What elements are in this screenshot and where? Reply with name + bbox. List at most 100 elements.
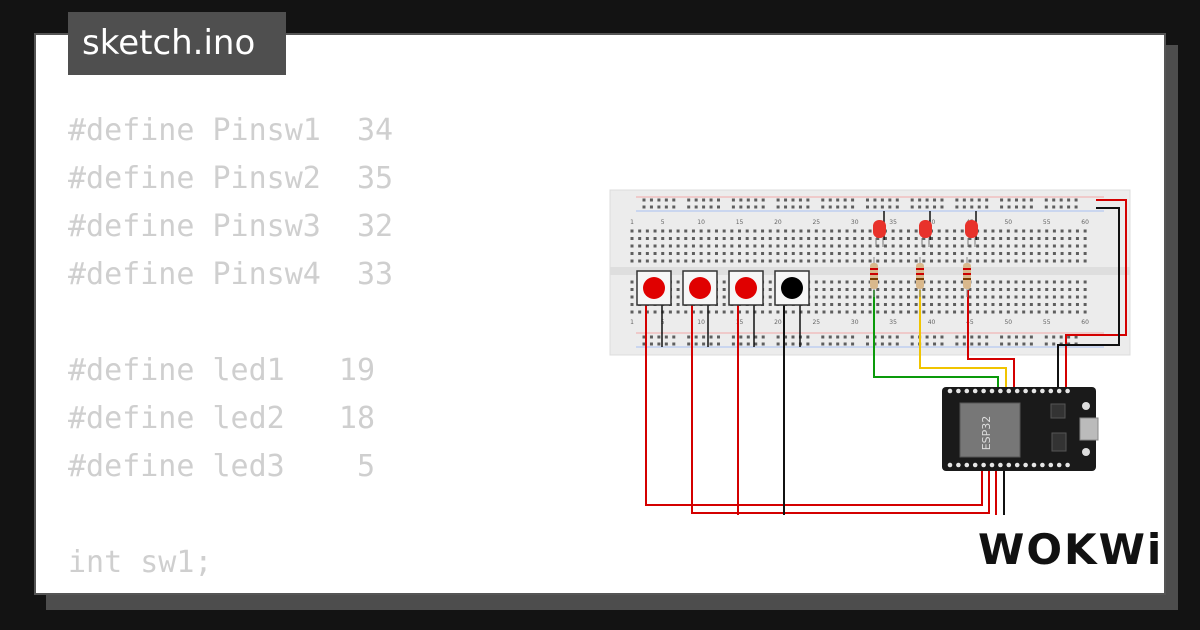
breadboard-hole	[653, 237, 657, 240]
breadboard-hole	[906, 280, 910, 284]
breadboard-hole	[1052, 244, 1056, 248]
breadboard-hole	[891, 259, 895, 263]
breadboard-hole	[1068, 237, 1072, 240]
breadboard-hole	[687, 198, 691, 202]
column-number: 45	[966, 319, 974, 326]
breadboard-hole	[768, 295, 772, 299]
breadboard-hole	[716, 335, 720, 339]
breadboard-hole	[684, 237, 688, 240]
breadboard-hole	[1052, 252, 1056, 255]
breadboard-hole	[930, 288, 934, 291]
breadboard-hole	[753, 310, 757, 314]
breadboard-hole	[799, 237, 803, 240]
breadboard-hole	[976, 310, 980, 314]
breadboard-hole	[968, 288, 972, 291]
breadboard-hole	[638, 252, 642, 255]
breadboard-hole	[664, 205, 668, 209]
breadboard-hole	[731, 198, 735, 202]
breadboard-hole	[699, 252, 703, 255]
breadboard-hole	[899, 237, 903, 240]
esp32-pin	[1048, 388, 1054, 394]
esp32-pin	[972, 462, 978, 468]
breadboard-hole	[945, 310, 949, 314]
breadboard-hole	[814, 303, 818, 306]
breadboard-hole	[707, 310, 711, 314]
breadboard-hole	[953, 280, 957, 284]
breadboard-hole	[851, 205, 855, 209]
breadboard-hole	[676, 244, 680, 248]
breadboard-hole	[1037, 244, 1041, 248]
breadboard-hole	[983, 310, 987, 314]
breadboard-hole	[649, 198, 653, 202]
breadboard-hole	[821, 335, 825, 339]
breadboard-hole	[776, 335, 780, 339]
column-number: 1	[630, 219, 634, 226]
breadboard-hole	[876, 259, 880, 263]
breadboard-hole	[968, 310, 972, 314]
column-number: 10	[697, 219, 705, 226]
esp32-pin	[989, 388, 995, 394]
breadboard-hole	[953, 259, 957, 263]
wire-ground	[1057, 207, 1120, 391]
breadboard-hole	[799, 244, 803, 248]
breadboard-hole	[687, 205, 691, 209]
breadboard-hole	[722, 310, 726, 314]
breadboard-hole	[837, 280, 841, 284]
breadboard-hole	[845, 310, 849, 314]
breadboard-hole	[925, 335, 929, 339]
breadboard-hole	[853, 295, 857, 299]
esp32-pin	[947, 462, 953, 468]
breadboard-hole	[1060, 310, 1064, 314]
breadboard-hole	[853, 244, 857, 248]
breadboard-hole	[776, 342, 780, 346]
breadboard-hole	[1074, 198, 1078, 202]
breadboard-hole	[977, 335, 981, 339]
breadboard-hole	[1075, 259, 1079, 263]
breadboard-hole	[983, 280, 987, 284]
breadboard-hole	[930, 244, 934, 248]
breadboard-hole	[968, 295, 972, 299]
breadboard-hole	[937, 259, 941, 263]
breadboard-hole	[830, 259, 834, 263]
breadboard-hole	[638, 259, 642, 263]
breadboard-hole	[630, 252, 634, 255]
breadboard-hole	[830, 244, 834, 248]
breadboard-hole	[906, 237, 910, 240]
breadboard-hole	[784, 198, 788, 202]
esp32-module	[959, 402, 1021, 458]
breadboard-hole	[999, 310, 1003, 314]
breadboard-hole	[1037, 303, 1041, 306]
breadboard-hole	[991, 280, 995, 284]
column-number: 30	[851, 319, 859, 326]
breadboard-hole	[940, 335, 944, 339]
breadboard-hole	[1044, 335, 1048, 339]
breadboard-hole	[791, 198, 795, 202]
breadboard-hole	[1029, 244, 1033, 248]
breadboard-hole	[895, 342, 899, 346]
breadboard-hole	[910, 342, 914, 346]
breadboard-hole	[891, 310, 895, 314]
breadboard-hole	[940, 342, 944, 346]
breadboard-hole	[668, 237, 672, 240]
breadboard-hole	[953, 252, 957, 255]
breadboard-hole	[684, 229, 688, 233]
breadboard-hole	[1029, 342, 1033, 346]
breadboard-hole	[960, 252, 964, 255]
breadboard-hole	[1083, 280, 1087, 284]
breadboard-hole	[761, 310, 765, 314]
breadboard-hole	[1052, 335, 1056, 339]
breadboard-hole	[918, 198, 922, 202]
breadboard-hole	[945, 252, 949, 255]
breadboard-hole	[1083, 259, 1087, 263]
breadboard-hole	[899, 295, 903, 299]
breadboard-hole	[807, 259, 811, 263]
breadboard-hole	[899, 288, 903, 291]
breadboard-hole	[784, 237, 788, 240]
breadboard-hole	[753, 259, 757, 263]
breadboard-hole	[1029, 198, 1033, 202]
breadboard-hole	[1083, 237, 1087, 240]
file-tab[interactable]: sketch.ino	[68, 12, 286, 75]
breadboard-hole	[999, 280, 1003, 284]
breadboard-hole	[768, 310, 772, 314]
breadboard-hole	[653, 310, 657, 314]
